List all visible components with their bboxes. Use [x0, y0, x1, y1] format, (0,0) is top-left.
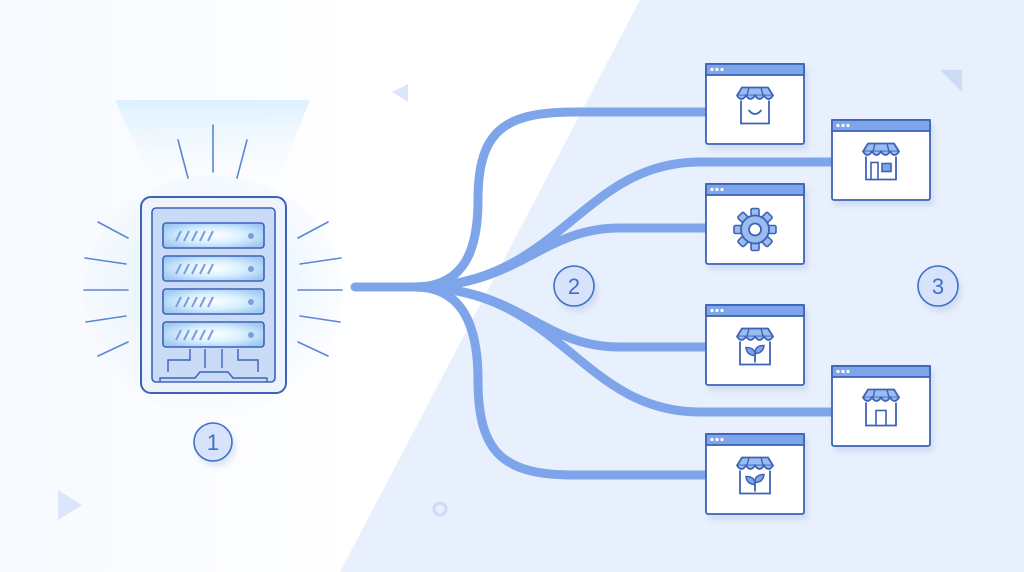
step-number-1: 1 — [207, 430, 219, 455]
connector-branches — [350, 107, 837, 480]
browser-windows — [705, 63, 931, 515]
gear-icon — [733, 207, 777, 252]
browser-window-5 — [831, 365, 931, 447]
step-marker-2: 2 — [553, 265, 595, 307]
triangle-icon — [940, 70, 962, 92]
branch-to-window-6 — [410, 282, 710, 480]
step-marker-3: 3 — [917, 265, 959, 307]
server-base-traces — [159, 349, 268, 382]
step-number-3: 3 — [932, 274, 944, 299]
browser-window-2 — [831, 119, 931, 201]
branch-to-window-3 — [410, 223, 710, 292]
browser-window-1 — [705, 63, 805, 145]
browser-window-4 — [705, 304, 805, 386]
storefront-door-icon — [862, 388, 900, 427]
browser-window-6 — [705, 433, 805, 515]
smiling-shop-icon — [736, 86, 774, 125]
server-unit-4 — [162, 321, 265, 348]
ring-icon — [432, 501, 448, 517]
storefront-icon — [862, 142, 900, 181]
plant-shop-icon — [736, 327, 774, 366]
server-rays — [83, 124, 343, 357]
server-rack-icon — [140, 196, 287, 394]
branch-to-window-1 — [410, 107, 710, 292]
step-marker-1: 1 — [193, 422, 233, 462]
triangle-icon — [58, 490, 82, 520]
server-unit-1 — [162, 222, 265, 249]
plant-shop-icon — [736, 456, 774, 495]
step-number-2: 2 — [568, 274, 580, 299]
server-unit-2 — [162, 255, 265, 282]
server-unit-3 — [162, 288, 265, 315]
triangle-icon — [392, 84, 408, 102]
browser-window-3 — [705, 183, 805, 265]
branch-to-window-5 — [410, 282, 837, 417]
